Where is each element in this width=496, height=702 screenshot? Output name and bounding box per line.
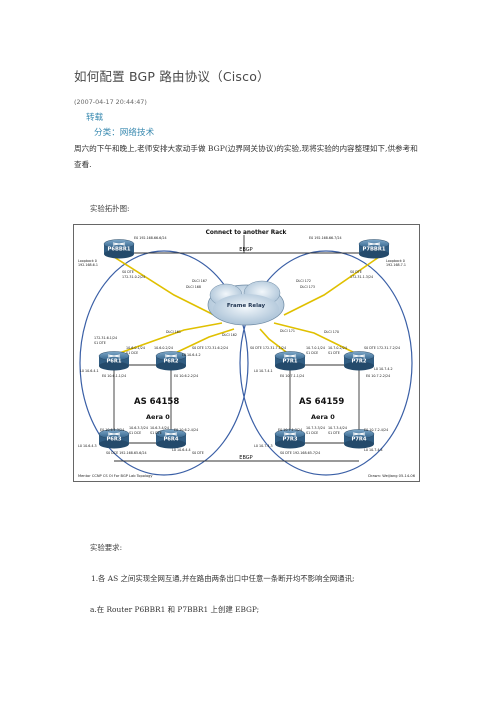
interface-label: S0 DTE 192.168.65.7/24 — [280, 451, 320, 455]
interface-label: S0 DTE 172.31.6.2/24 — [192, 346, 228, 350]
as-64158-boundary — [79, 250, 249, 476]
dlci-label: DLCI 171 — [280, 329, 295, 333]
interface-label: 10.7.0.1/24 — [306, 346, 325, 350]
interface-label: L0 10.7.4.4 — [364, 448, 383, 452]
footer-left: Mentor CCNP CS OI For BGP Lab Topology — [78, 474, 153, 478]
dlci-label: DLCI 168 — [186, 285, 201, 289]
interface-label: S1 DTE — [328, 351, 340, 355]
interface-label: E0 10.6.2.2/24 — [174, 374, 198, 378]
requirement-item: a.在 Router P6BBR1 和 P7BBR1 上创建 EBGP; — [90, 605, 260, 614]
interface-label: S1 DCE — [306, 351, 318, 355]
dlci-label: DLCI 167 — [192, 279, 207, 283]
interface-label: Loopback 0 — [78, 259, 97, 263]
cloud-label: Frame Relay — [227, 303, 266, 309]
interface-label: E0 10.6.1.1/24 — [102, 374, 126, 378]
interface-label: S1 DTE — [328, 431, 340, 435]
requirement-item: 1.各 AS 之间实现全网互通,并在路由两条出口中任意一条断开均不影响全网通讯; — [91, 574, 355, 583]
interface-label: Loopback 0 — [386, 259, 405, 263]
interface-label: 10.6.0.1/24 — [126, 346, 145, 350]
interface-label: S1 DTE — [94, 341, 106, 345]
interface-label: S0 DTE — [350, 270, 362, 274]
as-left-label: AS 64158 — [134, 397, 179, 407]
dlci-label: DLCI 173 — [300, 285, 315, 289]
category-link[interactable]: 分类：网络技术 — [94, 128, 155, 138]
post-date: (2007-04-17 20:44:47) — [74, 98, 147, 106]
interface-label: S1 DCE — [126, 351, 138, 355]
dlci-label: DLCI 161 — [166, 330, 181, 334]
interface-label: 10.6.0.2/24 — [154, 346, 173, 350]
interface-label: S0 DTE 172.31.7.1/24 — [250, 346, 286, 350]
interface-label: L0 10.6.4.2 — [182, 353, 201, 357]
intro-paragraph: 周六的下午和晚上,老师安排大家动手做 BGP(边界网关协议)的实验,现将实验的内… — [74, 144, 418, 169]
interface-label: S0 DTE — [192, 451, 204, 455]
interface-label: L0 10.6.4.1 — [80, 369, 99, 373]
interface-label: E0 192.168.66.6/24 — [134, 236, 167, 240]
router-name: P6BBR1 — [108, 247, 131, 253]
interface-label: 172.31.0.2/24 — [122, 275, 145, 279]
as-64159-boundary — [239, 250, 413, 476]
topology-caption: 实验拓扑图: — [90, 204, 130, 213]
interface-label: S0 DTE 172.31.7.2/24 — [364, 346, 400, 350]
interface-label: L0 10.7.4.2 — [374, 367, 393, 371]
interface-label: 10.6.3.3/24 — [129, 426, 148, 430]
interface-label: S0 DTE — [122, 270, 134, 274]
interface-label: 10.7.3.4/24 — [328, 426, 347, 430]
interface-label: 10.7.0.2/24 — [328, 346, 347, 350]
requirements-heading: 实验要求: — [90, 543, 123, 552]
interface-label: S0 DCE 192.168.65.6/24 — [106, 451, 147, 455]
interface-label: E0 10.6.1.3/24 — [100, 428, 124, 432]
interface-label: E0 10.7.1.3/24 — [278, 428, 302, 432]
interface-label: E0 10.7.1.1/24 — [280, 374, 304, 378]
interface-label: E0 10.7.2.4/24 — [364, 428, 388, 432]
as-right-label: AS 64159 — [299, 397, 344, 407]
router-name: P7R4 — [351, 437, 366, 443]
router-name: P7R3 — [282, 437, 297, 443]
router-name: P7BBR1 — [363, 247, 386, 253]
interface-label: 192.168.7.1 — [386, 263, 406, 267]
interface-label: E0 192.168.66.7/24 — [309, 236, 342, 240]
ebgp-top-label: EBGP — [239, 247, 252, 253]
router-name: P6R1 — [106, 359, 121, 365]
area-right-label: Aera 0 — [311, 413, 335, 421]
interface-label: L0 10.7.4.1 — [254, 369, 273, 373]
dlci-label: DLCI 172 — [296, 279, 311, 283]
connect-label: Connect to another Rack — [206, 230, 287, 236]
frame-relay-cloud: Frame Relay — [207, 280, 285, 326]
interface-label: L0 10.6.4.4 — [172, 448, 191, 452]
dlci-label: DLCI 170 — [324, 330, 339, 334]
area-left-label: Aera 0 — [146, 413, 170, 421]
interface-label: 10.6.3.4/24 — [150, 426, 169, 430]
topology-svg: Frame Relay P6BBR1 P7BBR1 P6R1 P6R2 P7R1… — [78, 230, 416, 478]
interface-label: S1 DCE — [129, 431, 141, 435]
router-name: P7R2 — [351, 359, 366, 365]
interface-label: L0 10.7.4.3 — [254, 444, 273, 448]
router-name: P6R3 — [106, 437, 121, 443]
interface-label: E0 10.6.2.4/24 — [174, 428, 198, 432]
dlci-label: DLCI 162 — [222, 333, 237, 337]
page-title: 如何配置 BGP 路由协议（Cisco） — [74, 69, 270, 84]
interface-label: 172.31.6.1/24 — [94, 336, 117, 340]
interface-label: 10.7.3.3/24 — [306, 426, 325, 430]
network-topology-diagram: Frame Relay P6BBR1 P7BBR1 P6R1 P6R2 P7R1… — [73, 224, 420, 482]
interface-label: 172.31.1.3/24 — [350, 275, 373, 279]
router-name: P7R1 — [282, 359, 297, 365]
interface-label: S1 DCE — [306, 431, 318, 435]
interface-label: 192.168.6.1 — [78, 263, 98, 267]
footer-right: Drawn: Weijiang 05-14-06 — [368, 474, 415, 478]
router-name: P6R2 — [163, 359, 178, 365]
interface-label: S1 DTE — [150, 431, 162, 435]
interface-label: E0 10.7.2.2/24 — [366, 374, 390, 378]
router-name: P6R4 — [163, 437, 178, 443]
ebgp-bottom-label: EBGP — [239, 455, 252, 461]
interface-label: L0 10.6.4.3 — [78, 444, 97, 448]
repost-link[interactable]: 转载 — [86, 113, 104, 123]
